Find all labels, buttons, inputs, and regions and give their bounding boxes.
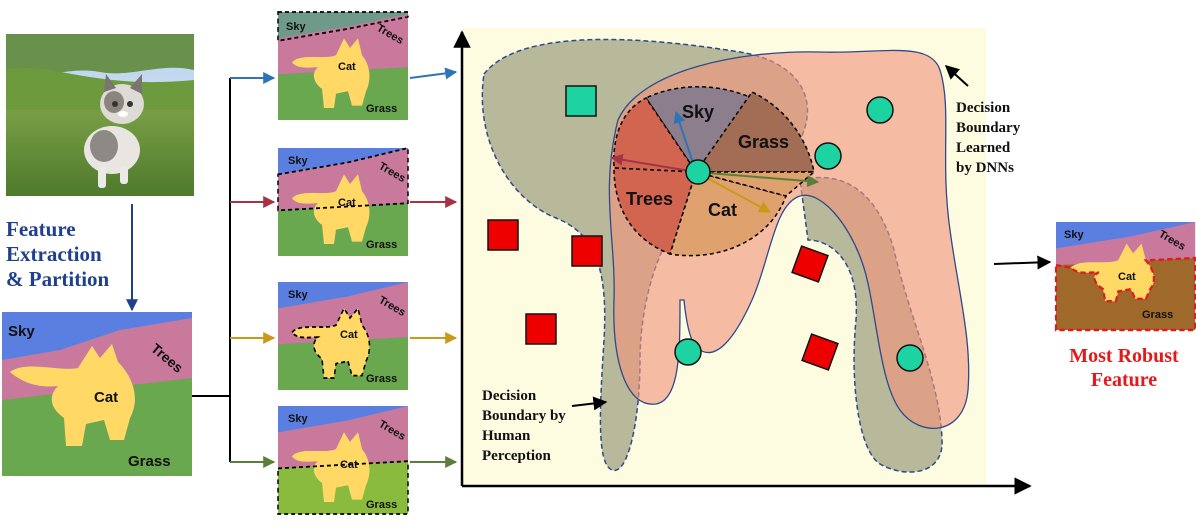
class-squares xyxy=(487,219,839,371)
human-boundary-label-1: Decision xyxy=(482,388,537,404)
tile-sky-label-grass: Grass xyxy=(366,103,397,115)
caption-line-1: Feature xyxy=(6,217,76,241)
result-arrow xyxy=(993,255,1052,270)
class-square-teal xyxy=(565,85,597,117)
tile-trees-label-cat: Cat xyxy=(338,197,356,209)
center-sample xyxy=(685,159,711,185)
caption-line-2: Extraction xyxy=(6,242,102,266)
human-boundary-label-3: Human xyxy=(482,428,531,444)
wedge-label-trees: Trees xyxy=(626,189,673,209)
tile-grass-label-grass: Grass xyxy=(366,499,397,511)
wedge-label-sky: Sky xyxy=(682,102,714,122)
vector-grass xyxy=(695,171,820,188)
caption-line-3: & Partition xyxy=(6,267,110,291)
result-label-grass: Grass xyxy=(1142,309,1173,321)
tile-grass-label-sky: Sky xyxy=(288,413,308,425)
segment-grass: Grass xyxy=(128,453,171,470)
tile-grass-label-cat: Cat xyxy=(340,459,358,471)
tile-sky-label-cat: Cat xyxy=(338,61,356,73)
tile-cat-label-sky: Sky xyxy=(288,289,308,301)
result-label-line-1: Most Robust xyxy=(1069,345,1179,367)
tile-cat-label-cat: Cat xyxy=(340,329,358,341)
class-circles xyxy=(674,96,924,372)
dnn-boundary-label-4: by DNNs xyxy=(956,160,1014,176)
segment-cat: Cat xyxy=(94,389,118,406)
vector-trees xyxy=(610,153,697,173)
tile-sky xyxy=(277,11,409,121)
tile-cat xyxy=(278,282,408,390)
wedge-label-grass: Grass xyxy=(738,132,789,152)
dnn-boundary-label-3: Learned xyxy=(956,140,1011,156)
result-label-sky: Sky xyxy=(1064,229,1084,241)
arrow-tile-sky-to-plot xyxy=(409,67,458,80)
segmentation-map xyxy=(2,312,192,476)
tile-sky-label-sky: Sky xyxy=(286,21,306,33)
segment-sky: Sky xyxy=(8,323,35,340)
semantic-wedges xyxy=(613,86,817,257)
branch-connector xyxy=(192,78,231,462)
human-boundary-pointer xyxy=(571,396,608,411)
human-boundary-label-2: Boundary by xyxy=(482,408,566,424)
dnn-boundary-pointer xyxy=(944,65,969,87)
dnn-boundary-label-1: Decision xyxy=(956,100,1011,116)
result-label-cat: Cat xyxy=(1118,271,1136,283)
dnn-boundary-label-2: Boundary xyxy=(956,120,1021,136)
tile-trees xyxy=(277,146,409,256)
result-label-line-2: Feature xyxy=(1091,369,1157,391)
kitten-photo xyxy=(6,34,194,196)
robust-feature-tile xyxy=(1054,222,1196,332)
wedge-label-cat: Cat xyxy=(708,200,737,220)
tile-trees-label-sky: Sky xyxy=(288,155,308,167)
human-boundary-label-4: Perception xyxy=(482,448,552,464)
tile-grass xyxy=(277,406,409,515)
tile-cat-label-grass: Grass xyxy=(366,373,397,385)
tile-trees-label-grass: Grass xyxy=(366,239,397,251)
